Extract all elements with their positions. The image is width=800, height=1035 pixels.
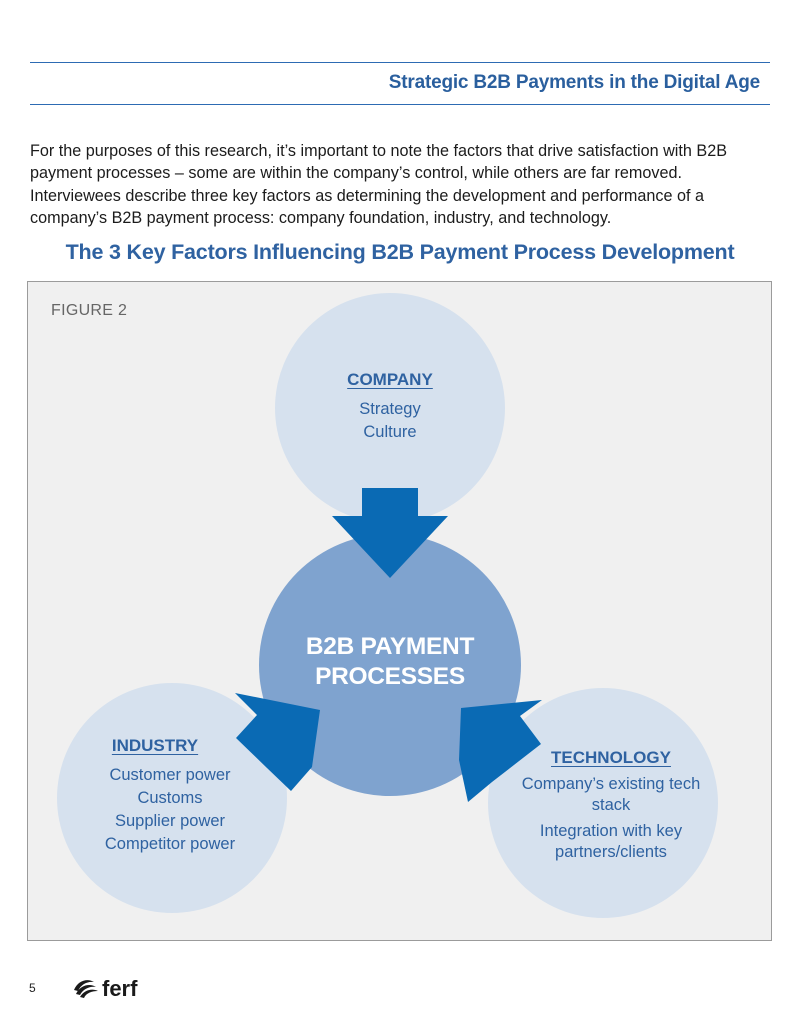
- company-text: COMPANY Strategy Culture: [290, 370, 490, 444]
- page-number: 5: [29, 981, 36, 995]
- header-rule-top: [30, 62, 770, 63]
- center-label-line: B2B PAYMENT: [305, 633, 475, 660]
- arrow-company-to-center: [332, 488, 448, 578]
- figure-label: FIGURE 2: [51, 302, 128, 319]
- arrow-technology-to-center: [459, 700, 542, 802]
- industry-circle: [57, 683, 287, 913]
- industry-heading: INDUSTRY: [111, 736, 199, 755]
- intro-paragraph: For the purposes of this research, it’s …: [30, 142, 728, 227]
- arrow-industry-to-center: [235, 693, 320, 791]
- company-heading: COMPANY: [347, 370, 433, 389]
- industry-item: Customer power: [109, 766, 231, 784]
- technology-circle: [488, 688, 718, 918]
- industry-item: Competitor power: [104, 835, 236, 853]
- ferf-logo: ferf: [72, 972, 152, 1009]
- company-item: Culture: [363, 423, 417, 441]
- technology-item: Company’s existing tech stack: [521, 775, 701, 814]
- company-circle: [275, 293, 505, 523]
- technology-item: Integration with key partners/clients: [539, 822, 683, 861]
- industry-item: Supplier power: [114, 812, 226, 830]
- running-header-title: Strategic B2B Payments in the Digital Ag…: [388, 72, 760, 93]
- center-circle: [259, 534, 521, 796]
- center-label: B2B PAYMENT PROCESSES: [260, 632, 520, 692]
- industry-item: Customs: [137, 789, 203, 807]
- figure-title: The 3 Key Factors Influencing B2B Paymen…: [65, 240, 735, 264]
- technology-heading: TECHNOLOGY: [551, 748, 671, 767]
- company-item: Strategy: [359, 400, 421, 418]
- ferf-logo-text: ferf: [102, 976, 138, 1001]
- center-label-line: PROCESSES: [315, 663, 465, 690]
- industry-text: INDUSTRY Customer power Customs Supplier…: [70, 736, 270, 856]
- ferf-logo-mark: ferf: [74, 976, 138, 1001]
- technology-text: TECHNOLOGY Company’s existing tech stack…: [516, 748, 706, 863]
- header-rule-bottom: [30, 104, 770, 105]
